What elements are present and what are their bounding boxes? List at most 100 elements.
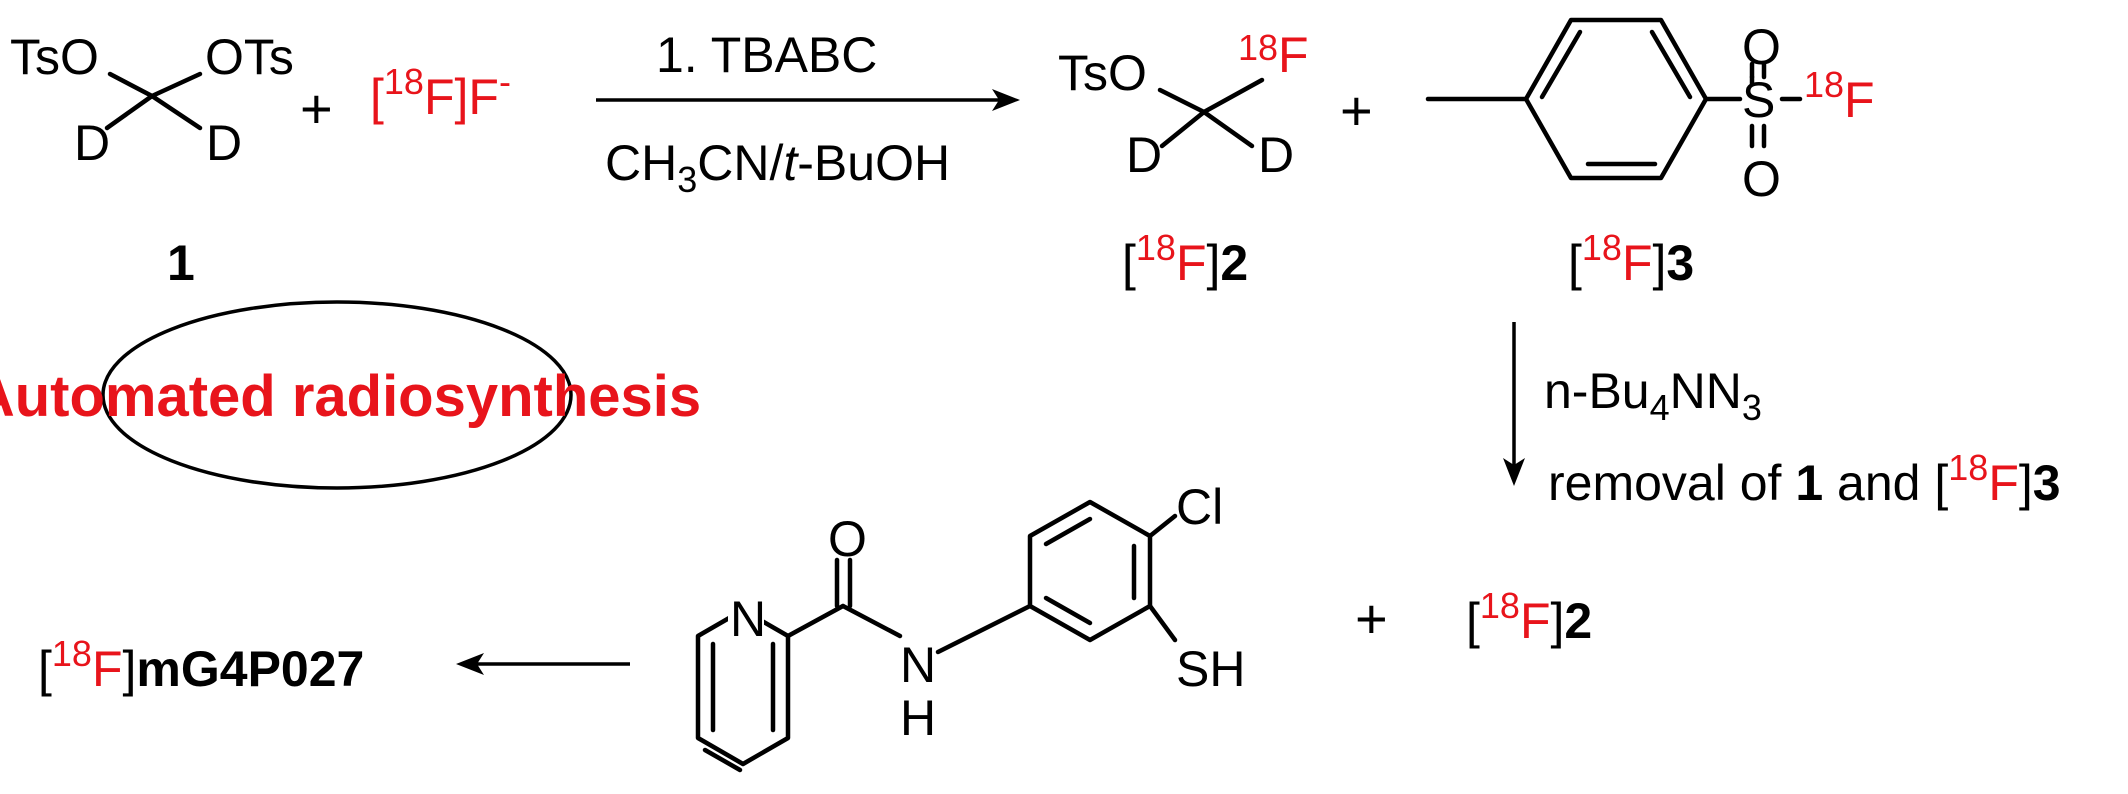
bracket-close: ]: [123, 641, 137, 697]
bracket-open: [: [38, 641, 52, 697]
benzene-double-3: [1043, 595, 1093, 626]
solvent-label: CH3CN/t-BuOH: [605, 135, 950, 200]
arrow-3-head: [456, 653, 484, 675]
bracket-open: [: [1568, 235, 1582, 291]
bracket-open: [: [1934, 455, 1948, 511]
mass-number: 18: [1948, 447, 1988, 488]
oxygen-top: O: [1742, 19, 1781, 75]
arrow-1-head: [992, 89, 1020, 111]
deuterium-2: D: [206, 115, 242, 171]
product-2-label-bottom: [18F]2: [1466, 585, 1592, 649]
solvent-t: t: [783, 135, 799, 191]
azide-nn: NN: [1670, 363, 1742, 419]
bond-ring-carbonyl: [785, 603, 846, 639]
automation-ellipse: Automated radiosynthesis: [0, 300, 701, 490]
bracket-close: ]: [1551, 593, 1565, 649]
azide-nbu: n-Bu: [1544, 363, 1650, 419]
amide-nitrogen: N: [900, 637, 936, 693]
bracket-close: ]: [2019, 455, 2033, 511]
plus-sign-1: +: [300, 77, 333, 140]
charge: -: [499, 61, 511, 102]
bond-carbonyl-n: [840, 603, 903, 639]
mass-number: 18: [1480, 585, 1520, 626]
compound-1: TsO OTs D D 1: [10, 29, 294, 291]
element-f: F: [1844, 72, 1875, 128]
mass-number: 18: [1804, 64, 1844, 105]
pyridine-nitrogen: N: [730, 591, 766, 647]
compound-number: 3: [1666, 235, 1694, 291]
plus-sign-2: +: [1340, 79, 1373, 142]
product-2-label: [18F]2: [1122, 227, 1248, 291]
solvent-cn: CN/: [697, 135, 783, 191]
element-f: F: [92, 641, 123, 697]
compound-number: 2: [1564, 593, 1592, 649]
element-f: F: [1622, 235, 1653, 291]
sulfur-label: S: [1742, 72, 1775, 128]
thiol-label: SH: [1176, 641, 1245, 697]
benzene-ring: [1523, 17, 1709, 181]
mass-number: 18: [1582, 227, 1622, 268]
solvent-buoh: -BuOH: [797, 135, 950, 191]
mass-number: 18: [52, 633, 92, 674]
chlorine-label: Cl: [1176, 479, 1223, 535]
ellipse-label: Automated radiosynthesis: [0, 364, 701, 429]
removal-and: and: [1823, 455, 1934, 511]
removal-compound-3: 3: [2033, 455, 2061, 511]
bracket-open: [: [1466, 593, 1480, 649]
ellipse-outline: [101, 300, 573, 490]
bond-c-d1: [104, 93, 155, 131]
element-f: F: [1988, 455, 2019, 511]
mass-number: 18: [384, 61, 424, 102]
bond-c-d1: [1159, 109, 1207, 149]
compound-number: 2: [1220, 235, 1248, 291]
n-mask: [728, 598, 764, 638]
ots-right-label: OTs: [205, 29, 294, 85]
solvent-ch: CH: [605, 135, 677, 191]
azide-sub-3: 3: [1742, 387, 1762, 428]
azide-sub-4: 4: [1650, 387, 1670, 428]
removal-text: removal of: [1548, 455, 1795, 511]
element-f: F: [1278, 27, 1309, 83]
bond-c-o: [149, 71, 203, 99]
mass-number: 18: [1136, 227, 1176, 268]
bracket-close: ]: [1207, 235, 1221, 291]
deuterium-1: D: [1126, 127, 1162, 183]
removal-compound-1: 1: [1795, 455, 1823, 511]
bond-o-c: [107, 71, 155, 99]
mass-number: 18: [1238, 27, 1278, 68]
solvent-sub-3: 3: [677, 159, 697, 200]
fluorine-label: 18F: [1804, 64, 1875, 128]
fluoride-bracket-close: ]F: [455, 69, 499, 125]
bond-c-d2: [149, 93, 203, 131]
removal-note: removal of 1 and [18F]3: [1548, 447, 2061, 511]
deuterium-2: D: [1258, 127, 1294, 183]
bracket-open: [: [370, 69, 384, 125]
tso-left-label: TsO: [10, 29, 99, 85]
bond-o-c: [1157, 87, 1207, 115]
carbonyl-oxygen: O: [828, 511, 867, 567]
bond-ring-sh: [1147, 603, 1178, 643]
plus-sign-3: +: [1355, 587, 1388, 650]
element-f: F: [1176, 235, 1207, 291]
product-3: S O O 18F [18F]3: [1425, 17, 1875, 291]
bond-c-d2: [1201, 109, 1255, 149]
benzene-double-1: [1043, 516, 1093, 547]
ring-double-bond-3: [1649, 29, 1693, 100]
reaction-arrow-2: n-Bu4NN3 removal of 1 and [18F]3: [1503, 322, 2061, 511]
bond-n-ring: [935, 603, 1033, 655]
ring-double-bond-1: [1539, 29, 1583, 100]
product-3-label: [18F]3: [1568, 227, 1694, 291]
amide-hydrogen: H: [900, 690, 936, 746]
pyridine-double-3: [702, 747, 743, 773]
element-f: F: [1520, 593, 1551, 649]
bond-c-f: [1201, 77, 1265, 115]
compound-1-label: 1: [167, 235, 195, 291]
reaction-arrow-3: [456, 653, 630, 675]
element-f: F: [424, 69, 455, 125]
bracket-close: ]: [1653, 235, 1667, 291]
fluorine-label: 18F: [1238, 27, 1309, 83]
thiol-precursor: N O N H Cl SH: [695, 479, 1245, 773]
product-2: TsO 18F D D [18F]2: [1058, 27, 1309, 291]
reaction-arrow-1: 1. TBABC CH3CN/t-BuOH: [596, 27, 1020, 200]
